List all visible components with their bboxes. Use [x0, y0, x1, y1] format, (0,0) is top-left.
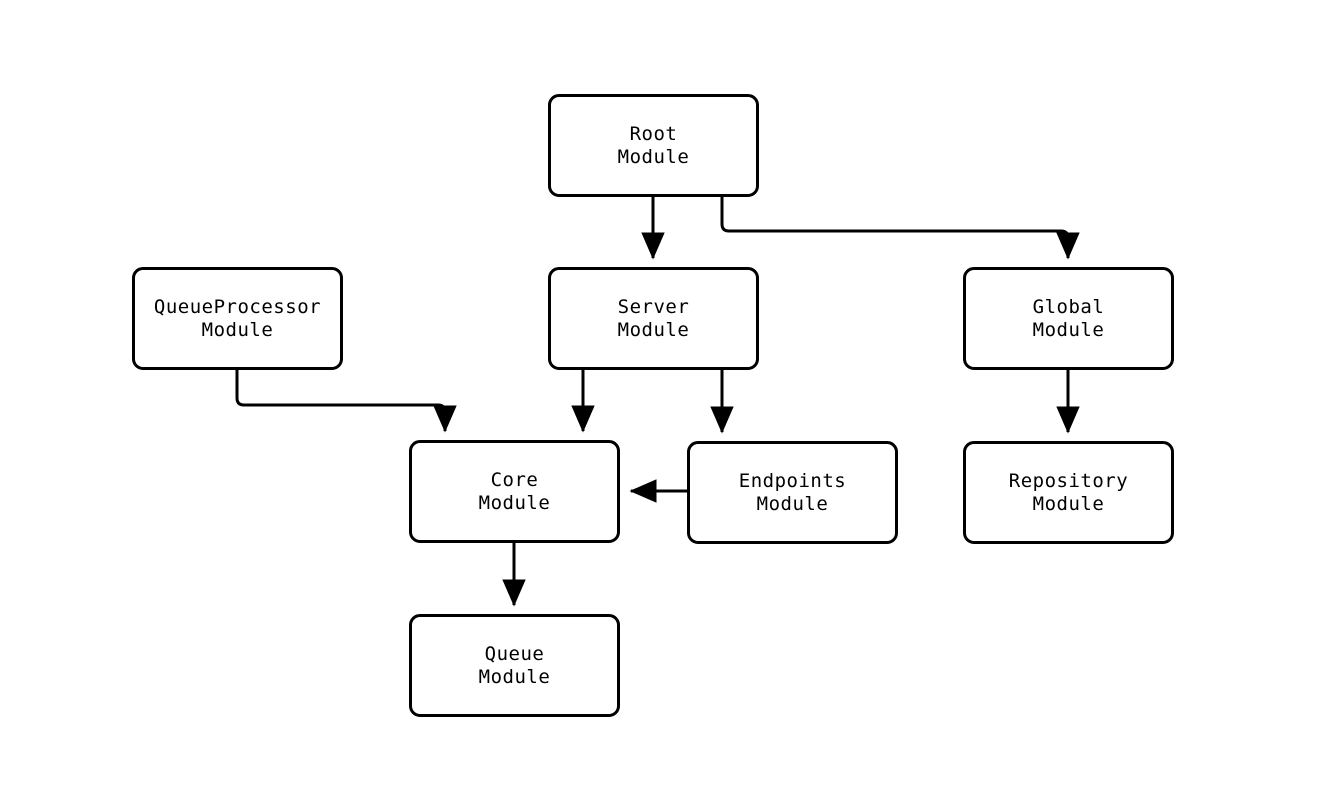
node-core-title: Core	[490, 468, 539, 491]
node-queue-title: Queue	[484, 642, 545, 665]
node-core-subtitle: Module	[478, 491, 551, 514]
node-repository-title: Repository	[1008, 469, 1129, 492]
node-server-title: Server	[617, 295, 690, 318]
node-server-subtitle: Module	[617, 318, 690, 341]
node-root-subtitle: Module	[617, 145, 690, 168]
edge-root-to-global	[720, 197, 1080, 260]
node-queue-subtitle: Module	[478, 665, 551, 688]
edge-queueprocessor-to-core	[235, 370, 457, 433]
edges-group	[235, 197, 1080, 607]
node-repository-subtitle: Module	[1032, 492, 1105, 515]
node-global-title: Global	[1032, 295, 1105, 318]
node-endpoints-subtitle: Module	[756, 492, 829, 515]
node-root-title: Root	[629, 122, 678, 145]
node-queueprocessor-title: QueueProcessor	[153, 295, 322, 318]
node-endpoints-title: Endpoints	[738, 469, 847, 492]
node-queueprocessor-subtitle: Module	[201, 318, 274, 341]
node-global-subtitle: Module	[1032, 318, 1105, 341]
